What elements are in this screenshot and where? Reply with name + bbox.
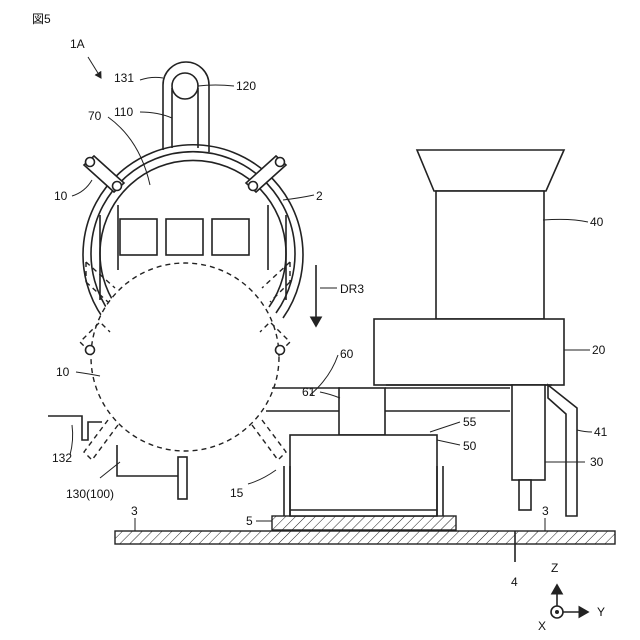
label-120: 120 <box>236 79 256 93</box>
connector-61 <box>339 388 385 435</box>
label-61: 61 <box>302 385 316 399</box>
figure-label: 図5 <box>32 12 51 26</box>
axis-x-label: X <box>538 619 546 633</box>
label-40: 40 <box>590 215 604 229</box>
window-1 <box>120 219 157 255</box>
label-55: 55 <box>463 415 477 429</box>
unit-20 <box>374 319 564 385</box>
base-plate-5 <box>272 516 456 530</box>
device-label: 1A <box>70 37 85 51</box>
label-130: 130(100) <box>66 487 114 501</box>
label-30: 30 <box>590 455 604 469</box>
window-3 <box>212 219 249 255</box>
chute-41 <box>548 385 577 516</box>
axis-indicator: Z Y X <box>538 561 605 633</box>
pulley-120 <box>172 73 198 99</box>
hopper-40 <box>417 150 564 319</box>
device-arrow <box>88 57 101 78</box>
label-70: 70 <box>88 109 102 123</box>
label-2: 2 <box>316 189 323 203</box>
lower-leg-right <box>252 420 286 460</box>
label-10-lower: 10 <box>56 365 70 379</box>
label-50: 50 <box>463 439 477 453</box>
label-41: 41 <box>594 425 608 439</box>
device-30 <box>512 385 545 510</box>
label-20: 20 <box>592 343 606 357</box>
dr3-label: DR3 <box>340 282 364 296</box>
vessel-lowered-dashed <box>91 263 279 451</box>
label-131: 131 <box>114 71 134 85</box>
label-110: 110 <box>114 105 133 119</box>
lower-leg-left <box>84 420 118 460</box>
axis-y-label: Y <box>597 605 605 619</box>
label-3-left: 3 <box>131 504 138 518</box>
label-3-right: 3 <box>542 504 549 518</box>
label-15: 15 <box>230 486 244 500</box>
support-130 <box>117 445 187 499</box>
label-60: 60 <box>340 347 354 361</box>
axis-z-label: Z <box>551 561 558 575</box>
floor-plate <box>115 531 615 544</box>
label-10-upper: 10 <box>54 189 68 203</box>
box-50 <box>284 435 443 516</box>
label-5: 5 <box>246 514 253 528</box>
bracket-132 <box>48 416 102 440</box>
label-132: 132 <box>52 451 72 465</box>
label-4: 4 <box>511 575 518 589</box>
window-2 <box>166 219 203 255</box>
hanger-assembly <box>163 62 209 152</box>
